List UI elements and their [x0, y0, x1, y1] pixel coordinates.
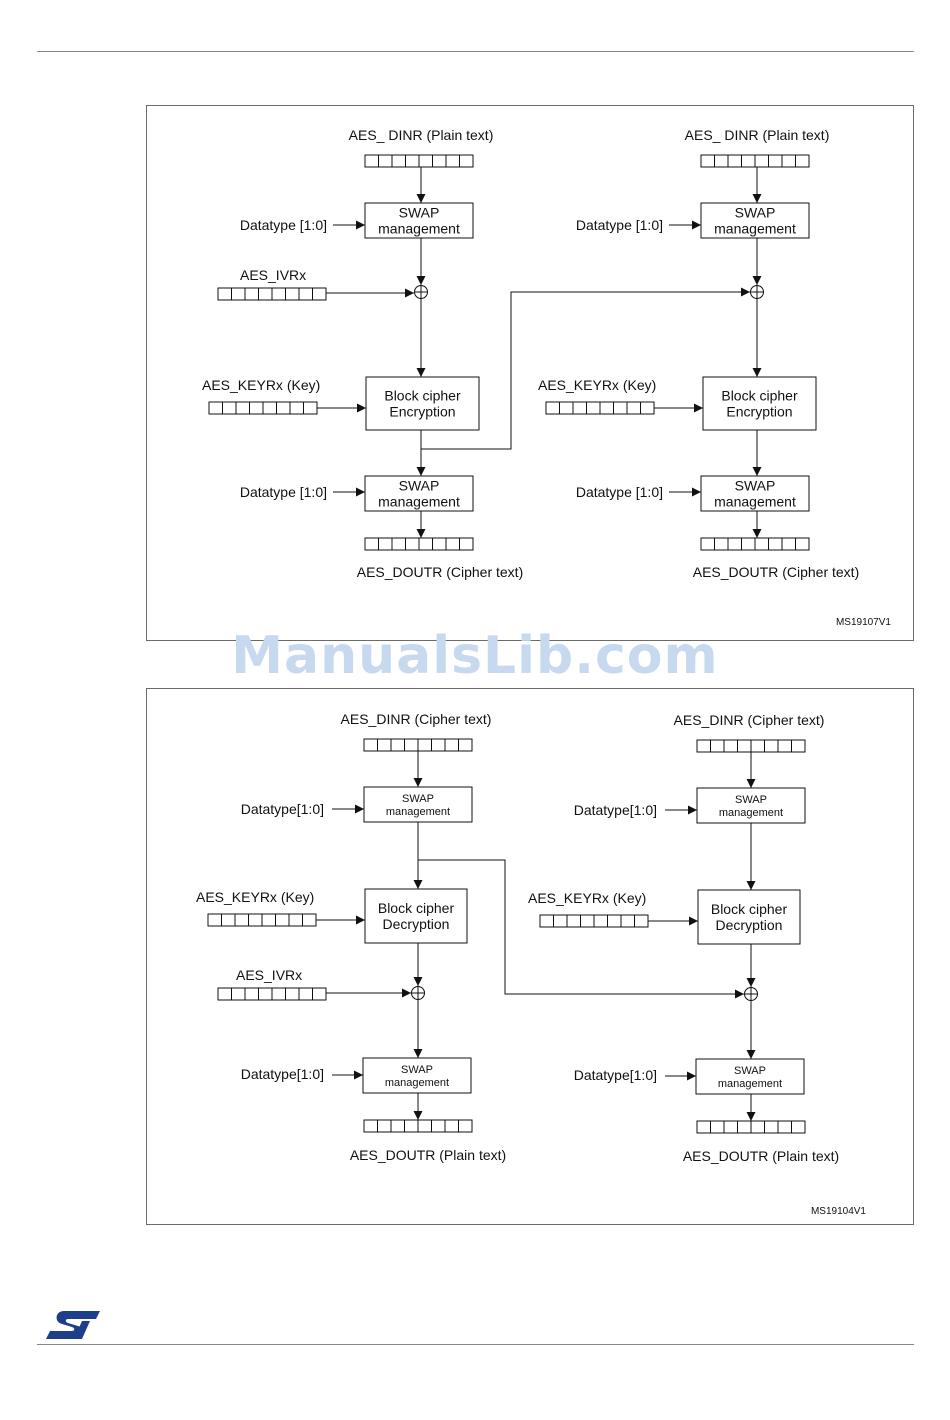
dec-output-register-left [363, 1119, 473, 1133]
dec-datatype-out-label-left: Datatype[1:0] [241, 1066, 324, 1082]
key-register-left [208, 401, 318, 415]
dec-datatype-in-label-right: Datatype[1:0] [574, 802, 657, 818]
dec-swap-out-box-left [362, 1057, 472, 1094]
dec-swap-in-box-left-label: SWAP [402, 793, 434, 805]
iv-label: AES_IVRx [240, 267, 306, 283]
dec-swap-in-box-right-label: management [719, 807, 783, 819]
dec-xor-icon-right [744, 987, 758, 1001]
iv-register [217, 287, 327, 301]
cipher-box-left-label: Encryption [389, 403, 455, 419]
cipher-box-right-label: Block cipher [721, 387, 798, 403]
dec-cipher-box-right-label: Block cipher [711, 901, 788, 917]
st-logo-t [74, 1321, 90, 1339]
dec-swap-in-box-right [696, 787, 806, 824]
dec-input-label-left: AES_DINR (Cipher text) [341, 711, 492, 727]
cbc-decryption-diagram: AES_DINR (Cipher text)Datatype[1:0]SWAPm… [196, 711, 866, 1217]
key-label-right: AES_KEYRx (Key) [538, 377, 656, 393]
cipher-box-left [365, 376, 480, 431]
input-label-left: AES_ DINR (Plain text) [349, 127, 494, 143]
swap-in-box-right-label: management [714, 220, 796, 236]
swap-out-box-left [364, 475, 474, 512]
swap-out-box-right [700, 475, 810, 512]
datatype-in-label-right: Datatype [1:0] [576, 217, 663, 233]
dec-input-label-right: AES_DINR (Cipher text) [674, 712, 825, 728]
swap-out-box-left-label: SWAP [399, 477, 440, 493]
input-label-right: AES_ DINR (Plain text) [685, 127, 830, 143]
dec-cipher-box-right-label: Decryption [716, 917, 783, 933]
dec-cipher-box-left-label: Block cipher [378, 900, 455, 916]
dec-datatype-in-label-left: Datatype[1:0] [241, 801, 324, 817]
output-label-right: AES_DOUTR (Cipher text) [693, 564, 859, 580]
output-register-left [364, 537, 474, 551]
input-register-left [364, 154, 474, 168]
swap-out-box-right-label: SWAP [735, 477, 776, 493]
xor-icon-left [414, 285, 428, 299]
dec-output-label-left: AES_DOUTR (Plain text) [350, 1147, 506, 1163]
dec-iv-label: AES_IVRx [236, 967, 302, 983]
dec-output-register-right [696, 1120, 806, 1134]
dec-key-register-left [207, 913, 317, 927]
st-logo-s [46, 1311, 100, 1339]
swap-out-box-right-label: management [714, 493, 796, 509]
dec-cipher-box-left-label: Decryption [383, 916, 450, 932]
cipher-box-right-label: Encryption [726, 403, 792, 419]
datatype-out-label-left: Datatype [1:0] [240, 484, 327, 500]
figure-id-encrypt: MS19107V1 [836, 617, 891, 628]
dec-swap-in-box-left [363, 786, 473, 823]
dec-key-label-left: AES_KEYRx (Key) [196, 889, 314, 905]
dec-swap-in-box-right-label: SWAP [735, 794, 767, 806]
swap-in-box-right [700, 202, 810, 239]
dec-input-register-left [363, 738, 473, 752]
dec-input-register-right [696, 739, 806, 753]
datatype-in-label-left: Datatype [1:0] [240, 217, 327, 233]
dec-xor-icon-left [411, 986, 425, 1000]
xor-icon-right [750, 285, 764, 299]
dec-swap-out-box-right [695, 1058, 805, 1095]
swap-out-box-left-label: management [378, 493, 460, 509]
dec-cipher-box-right [697, 889, 801, 945]
dec-swap-out-box-right-label: management [718, 1078, 782, 1090]
dec-swap-out-box-left-label: SWAP [401, 1064, 433, 1076]
swap-in-box-right-label: SWAP [735, 204, 776, 220]
dec-swap-in-box-left-label: management [386, 806, 450, 818]
key-register-right [545, 401, 655, 415]
chaining-path-encrypt [420, 287, 750, 450]
decryption-figure-frame [146, 688, 914, 1225]
swap-in-box-left-label: management [378, 220, 460, 236]
header-rule [37, 51, 914, 52]
swap-in-box-left-label: SWAP [399, 204, 440, 220]
cipher-box-right [702, 376, 817, 431]
key-label-left: AES_KEYRx (Key) [202, 377, 320, 393]
cipher-box-left-label: Block cipher [384, 387, 461, 403]
dec-key-label-right: AES_KEYRx (Key) [528, 890, 646, 906]
dec-key-register-right [539, 914, 649, 928]
output-label-left: AES_DOUTR (Cipher text) [357, 564, 523, 580]
output-register-right [700, 537, 810, 551]
encryption-figure-frame [146, 105, 914, 641]
input-register-right [700, 154, 810, 168]
cbc-encryption-diagram: AES_ DINR (Plain text) Datatype [1:0] SWAP… [202, 127, 891, 628]
dec-output-label-right: AES_DOUTR (Plain text) [683, 1148, 839, 1164]
st-logo [46, 1311, 100, 1339]
dec-swap-out-box-left-label: management [385, 1077, 449, 1089]
swap-in-box-left [364, 202, 474, 239]
dec-cipher-box-left [364, 888, 468, 944]
figure-id-decrypt: MS19104V1 [811, 1206, 866, 1217]
chaining-path-decrypt [418, 859, 744, 999]
dec-swap-out-box-right-label: SWAP [734, 1065, 766, 1077]
datatype-out-label-right: Datatype [1:0] [576, 484, 663, 500]
footer-rule [37, 1344, 914, 1345]
dec-datatype-out-label-right: Datatype[1:0] [574, 1067, 657, 1083]
dec-iv-register [217, 987, 327, 1001]
